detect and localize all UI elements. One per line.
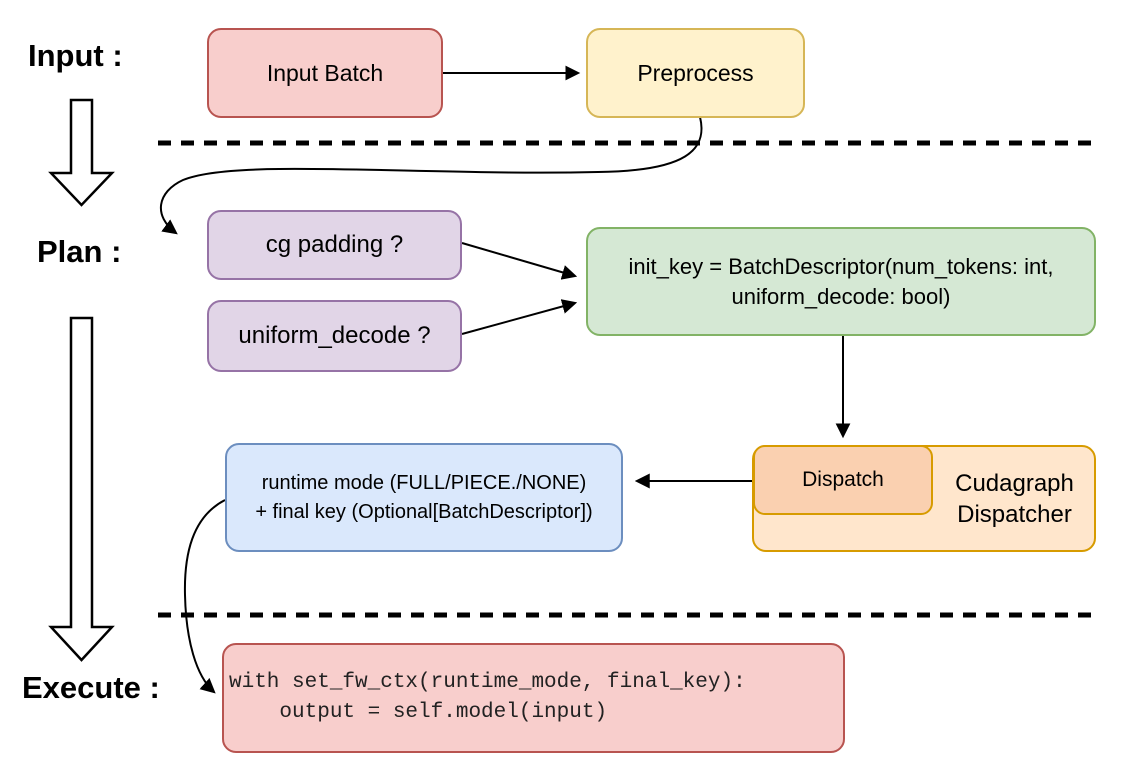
node-init-key-line1: init_key = BatchDescriptor(num_tokens: i… (628, 253, 1054, 279)
node-dispatch: Dispatch (753, 445, 933, 515)
node-runtime-mode: runtime mode (FULL/PIECE./NONE) + final … (225, 443, 623, 552)
node-preprocess: Preprocess (586, 28, 805, 118)
node-cg-padding: cg padding ? (207, 210, 462, 280)
node-input-batch-label: Input Batch (266, 59, 384, 86)
stage-label-execute: Execute : (22, 670, 160, 705)
stage-flow-arrow-plan-to-execute (48, 316, 115, 662)
node-runtime-line1: runtime mode (FULL/PIECE./NONE) (261, 471, 587, 494)
node-cg-padding-label: cg padding ? (265, 231, 404, 259)
code-line-1: with set_fw_ctx(runtime_mode, final_key)… (229, 671, 746, 694)
dispatcher-label-line2: Dispatcher (957, 500, 1072, 528)
arrow-preprocess-to-cg-padding (160, 116, 703, 235)
node-execute-code: with set_fw_ctx(runtime_mode, final_key)… (222, 643, 845, 753)
node-dispatch-label: Dispatch (802, 468, 884, 492)
node-cudagraph-dispatcher-label: Cudagraph Dispatcher (933, 445, 1096, 552)
code-line-2: output = self.model(input) (229, 701, 608, 724)
arrow-uniform-decode-to-init-key (461, 299, 578, 335)
stage-flow-arrow-input-to-plan (48, 98, 115, 207)
dispatcher-label-line1: Cudagraph (955, 469, 1074, 497)
node-input-batch: Input Batch (207, 28, 443, 118)
node-init-key-line2: uniform_decode: bool) (731, 283, 951, 309)
stage-label-plan: Plan : (37, 234, 122, 269)
arrow-cg-padding-to-init-key (461, 242, 578, 280)
stage-label-input: Input : (28, 38, 123, 73)
node-uniform-decode: uniform_decode ? (207, 300, 462, 372)
node-preprocess-label: Preprocess (637, 59, 754, 86)
arrow-runtime-to-code (183, 499, 226, 694)
node-init-key: init_key = BatchDescriptor(num_tokens: i… (586, 227, 1096, 336)
node-runtime-line2: + final key (Optional[BatchDescriptor]) (255, 500, 593, 523)
node-uniform-decode-label: uniform_decode ? (238, 322, 431, 350)
